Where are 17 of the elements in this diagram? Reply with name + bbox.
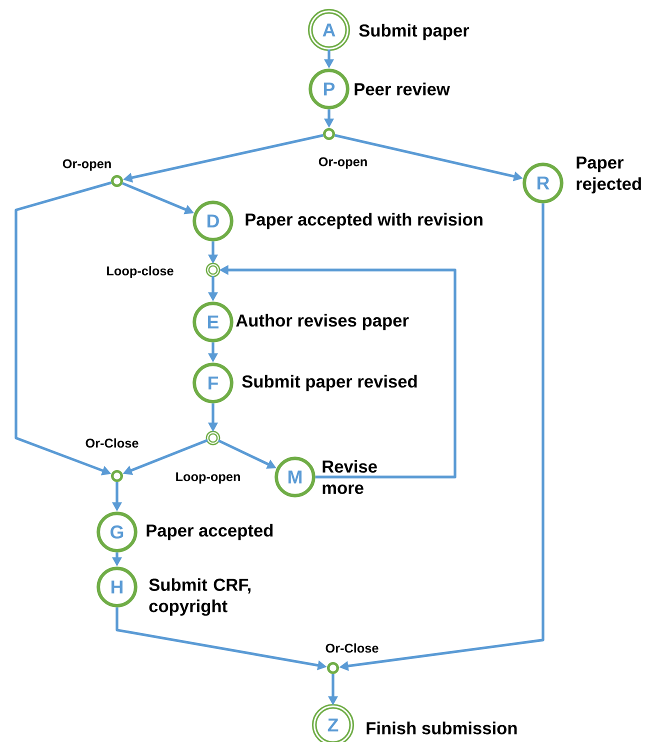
step-label: Paper rejected xyxy=(576,156,641,194)
step-label: Revise more xyxy=(322,460,377,494)
step-label: Finish submission xyxy=(366,722,517,734)
step-label: Submit paper revised xyxy=(242,374,417,392)
step-label: Paper accepted xyxy=(146,524,273,540)
gateway-label: Loop-open xyxy=(176,472,240,484)
step-label: Author revises paper xyxy=(236,314,409,330)
step-label: Paper accepted with revision xyxy=(246,212,482,230)
gateway-label: Loop-close xyxy=(107,266,174,278)
gateway-label: Or-open xyxy=(318,157,367,169)
gateway-label: Or-open xyxy=(62,159,111,171)
step-label: Peer review xyxy=(354,82,450,96)
step-label: Submit CRF, copyright xyxy=(149,578,250,616)
gateway-label: Or-Close xyxy=(86,438,138,448)
arrow xyxy=(14,181,112,476)
step-label: Submit paper xyxy=(359,24,470,40)
gateway-label: Or-Close xyxy=(326,643,378,653)
